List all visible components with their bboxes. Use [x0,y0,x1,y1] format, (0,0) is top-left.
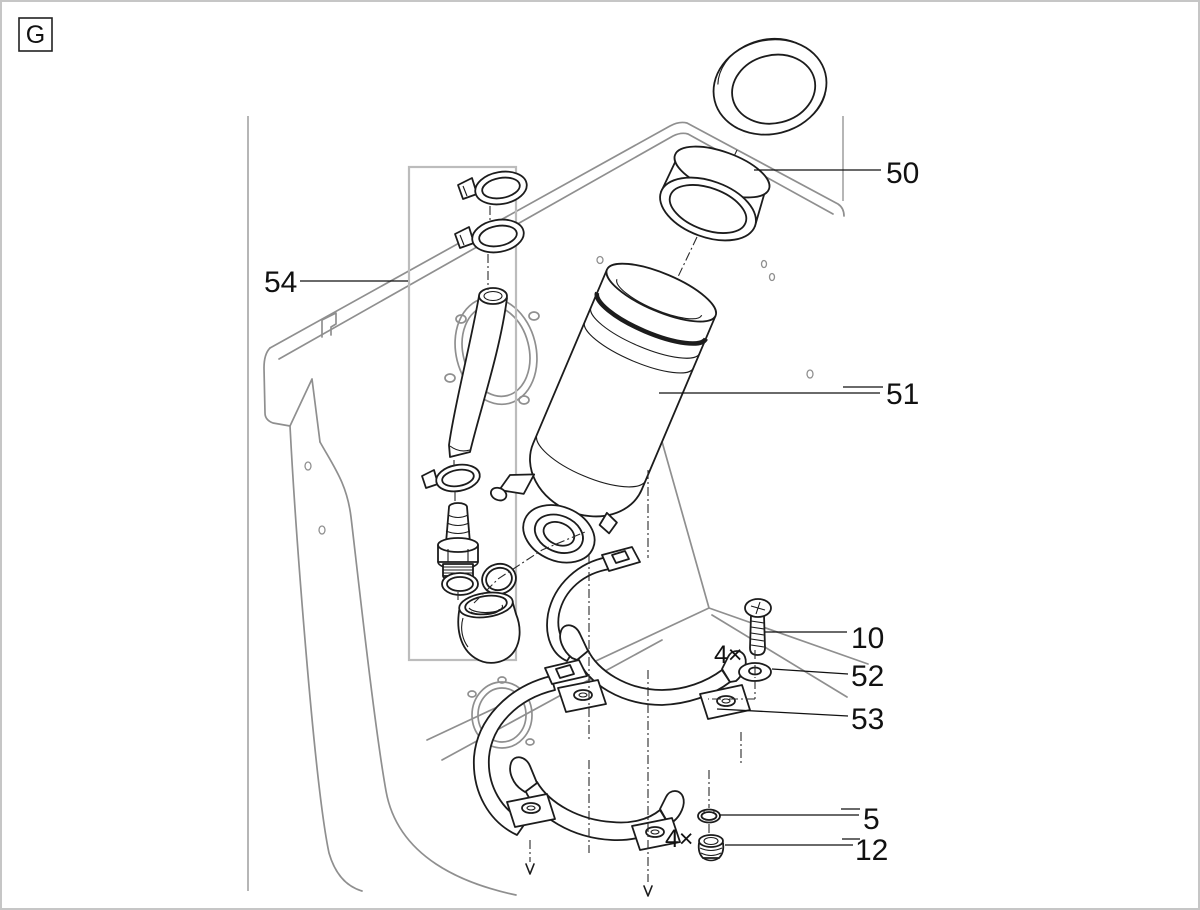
screw-part-10 [744,598,772,656]
washer-part-52 [738,662,772,682]
port-gasket-lower [467,676,535,749]
callout-5: 5 [863,803,880,836]
callout-12: 12 [855,834,888,867]
callout-51: 51 [886,378,919,411]
leader-12 [725,838,860,846]
quantity-label-screws: 4× [714,641,743,669]
hose-tail-fitting [437,502,479,582]
uvc-housing-part-51 [490,262,717,564]
quantity-label-grommets: 4× [665,825,694,853]
hose-clamp-upper [457,170,528,206]
pipe-saddle-lower [506,756,685,851]
section-label: G [18,17,53,52]
callout-54: 54 [264,266,297,299]
hose-assembly-group-box [407,165,518,662]
callout-50: 50 [886,157,919,190]
centerlines-lower [453,206,756,882]
leader-52 [771,668,849,675]
assembly-direction-arrows [525,863,653,897]
grommet-part-12 [697,834,725,862]
leader-lines [300,169,883,846]
section-label-box [18,17,53,52]
collar-part-50 [659,145,771,242]
o-ring-flat [441,572,479,596]
hose-assembly-part-54 [421,170,528,664]
down-arrow-icon [643,885,653,897]
pipe-strap-lower [473,659,588,836]
hose-part-54-tube [448,287,508,458]
callout-53: 53 [851,703,884,736]
hose-clamp-lower [421,463,481,493]
callout-10: 10 [851,622,884,655]
bayonet-connector [490,473,618,564]
down-arrow-icon [525,863,535,875]
elbow-fitting [457,591,521,664]
callout-52: 52 [851,660,884,693]
callout-labels: 50 51 54 10 52 53 5 12 4× 4× [264,157,919,867]
leader-53 [716,708,849,717]
retaining-ring-part-5 [697,808,721,824]
hose-clamp-middle [454,218,525,254]
leader-5 [719,808,860,816]
pipe-saddle-part-53 [557,624,751,720]
leader-51 [659,386,883,394]
pipe-strap-upper [546,546,641,662]
section-label-text: G [26,21,45,49]
cover-ring [712,37,828,136]
